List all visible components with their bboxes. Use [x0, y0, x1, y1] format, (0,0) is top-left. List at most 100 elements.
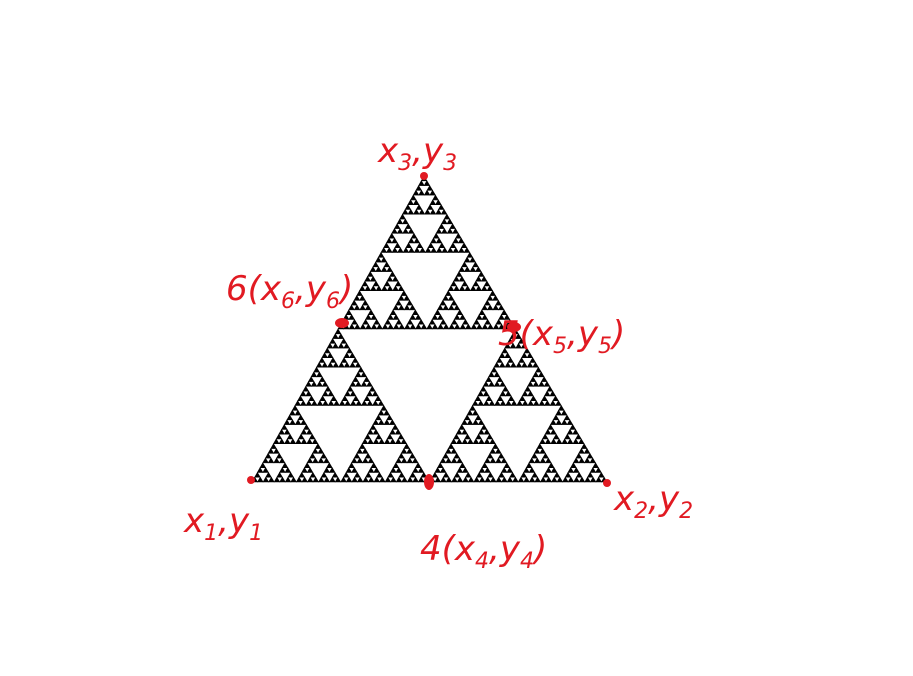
fractal-cell	[386, 275, 394, 282]
fractal-cell	[406, 476, 414, 483]
fractal-cell	[539, 438, 546, 445]
fractal-cell	[389, 467, 397, 473]
fractal-cell	[495, 457, 502, 464]
fractal-cell	[553, 433, 560, 440]
fractal-cell	[580, 443, 588, 449]
fractal-cell	[483, 438, 491, 445]
fractal-cell	[472, 419, 479, 425]
fractal-cell	[526, 352, 534, 358]
fractal-cell	[458, 285, 466, 292]
fractal-cell	[414, 314, 422, 320]
fractal-cell	[498, 304, 505, 311]
fractal-cell	[311, 447, 319, 454]
fractal-cell	[545, 476, 553, 483]
fractal-cell	[418, 180, 425, 186]
fractal-cell	[386, 433, 394, 440]
fractal-cell	[306, 476, 314, 483]
fractal-cell	[364, 285, 372, 292]
fractal-cell	[495, 318, 503, 325]
fractal-cell	[592, 462, 599, 468]
fractal-cell	[412, 309, 419, 315]
fractal-cell	[442, 304, 450, 311]
fractal-cell	[383, 242, 390, 249]
fractal-cell	[294, 400, 302, 406]
fractal-cell	[314, 443, 322, 449]
fractal-cell	[391, 227, 398, 234]
fractal-cell	[495, 299, 502, 306]
fractal-cell	[415, 323, 422, 330]
fractal-cell	[575, 471, 583, 478]
fractal-cell	[306, 467, 314, 473]
fractal-cell	[509, 333, 517, 339]
fractal-cell	[456, 467, 464, 473]
fractal-cell	[441, 227, 448, 234]
fractal-cell	[486, 433, 494, 440]
fractal-cell	[515, 342, 522, 349]
fractal-cell	[461, 428, 468, 435]
fractal-cell	[449, 223, 456, 229]
fractal-cell	[498, 471, 505, 478]
fractal-cell	[262, 467, 269, 473]
fractal-cell	[306, 438, 313, 445]
fractal-cell	[312, 476, 320, 483]
fractal-cell	[386, 414, 393, 421]
fractal-cell	[332, 342, 339, 349]
fractal-cell	[318, 476, 325, 483]
fractal-cell	[295, 438, 302, 445]
fractal-cell	[481, 304, 488, 311]
fractal-cell	[473, 318, 480, 325]
fractal-cell	[367, 476, 375, 483]
fractal-cell	[300, 428, 308, 435]
fractal-cell	[489, 447, 497, 454]
fractal-cell	[343, 352, 351, 358]
fractal-cell	[384, 318, 392, 325]
fractal-cell	[436, 304, 444, 311]
point-label-p1: x1,y1	[183, 501, 263, 546]
fractal-cell	[462, 476, 469, 483]
fractal-cell	[308, 395, 315, 402]
fractal-cell	[311, 438, 319, 445]
fractal-cell	[483, 280, 491, 287]
fractal-cell	[351, 318, 358, 325]
fractal-cell	[259, 462, 267, 468]
fractal-cell	[289, 409, 296, 416]
fractal-cell	[461, 419, 468, 425]
fractal-cell	[575, 452, 583, 459]
fractal-cell	[498, 323, 505, 330]
fractal-cell	[498, 314, 505, 320]
fractal-cell	[475, 285, 483, 292]
fractal-cell	[412, 467, 419, 473]
fractal-cell	[323, 457, 330, 464]
fractal-cell	[326, 352, 334, 358]
fractal-cell	[552, 395, 559, 402]
fractal-cell	[455, 271, 463, 277]
fractal-cell	[372, 261, 380, 268]
fractal-cell	[283, 428, 291, 435]
fractal-cell	[367, 467, 375, 473]
fractal-cell	[500, 457, 508, 464]
fractal-cell	[354, 361, 362, 368]
fractal-cell	[523, 467, 530, 473]
fractal-cell	[450, 438, 458, 445]
fractal-cell	[389, 428, 396, 435]
fractal-cell	[510, 361, 517, 368]
fractal-cell	[447, 247, 454, 253]
fractal-cell	[466, 409, 474, 416]
fractal-cell	[361, 280, 369, 287]
fractal-cell	[451, 476, 458, 483]
fractal-cell	[463, 414, 471, 421]
fractal-cell	[383, 280, 391, 287]
fractal-cell	[409, 314, 417, 320]
fractal-cell	[378, 419, 385, 425]
fractal-cell	[415, 204, 423, 210]
fractal-cell	[450, 280, 458, 287]
fractal-cell	[334, 328, 342, 335]
fractal-cell	[496, 395, 504, 402]
fractal-cell	[359, 294, 366, 301]
fractal-cell	[276, 452, 283, 459]
fractal-cell	[343, 361, 351, 368]
fractal-cell	[453, 304, 461, 311]
fractal-cell	[413, 237, 421, 244]
fractal-cell	[478, 467, 486, 473]
fractal-cell	[290, 476, 297, 483]
